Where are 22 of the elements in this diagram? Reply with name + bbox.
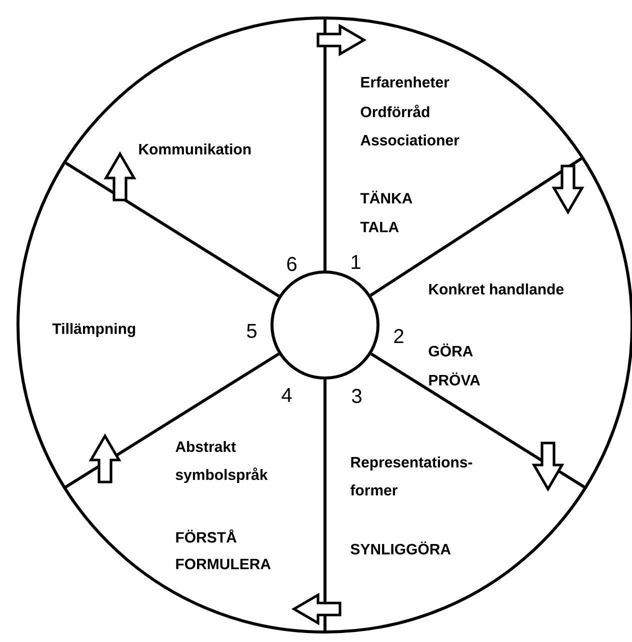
center-circle [270,270,380,380]
sector-label: TALA [360,222,399,232]
spoke-line [324,16,326,270]
sector-label: Tillämpning [52,322,136,338]
spoke-line [324,380,326,634]
sector-label: TÄNKA [360,190,412,204]
sector-label: Konkret handlande [429,284,564,294]
spoke-line [62,160,280,298]
sector-label: FÖRSTÅ [176,529,236,543]
sector-label: SYNLIGGÖRA [350,542,451,554]
sector-label: FORMULERA [176,558,271,570]
sector-label: Kommunikation [139,143,251,154]
spoke-line [370,156,585,297]
sector-label: Erfarenheter [361,76,450,88]
sector-label: Representations- former [350,456,472,496]
sector-label: PRÖVA [429,372,480,386]
spoke-line [370,352,588,490]
sector-label: Ordförråd [360,104,430,118]
sector-label: Associationer [360,134,460,146]
sector-label: Abstrakt symbolspråk [176,441,268,483]
sector-label: GÖRA [428,344,473,356]
spoke-line [62,352,280,490]
